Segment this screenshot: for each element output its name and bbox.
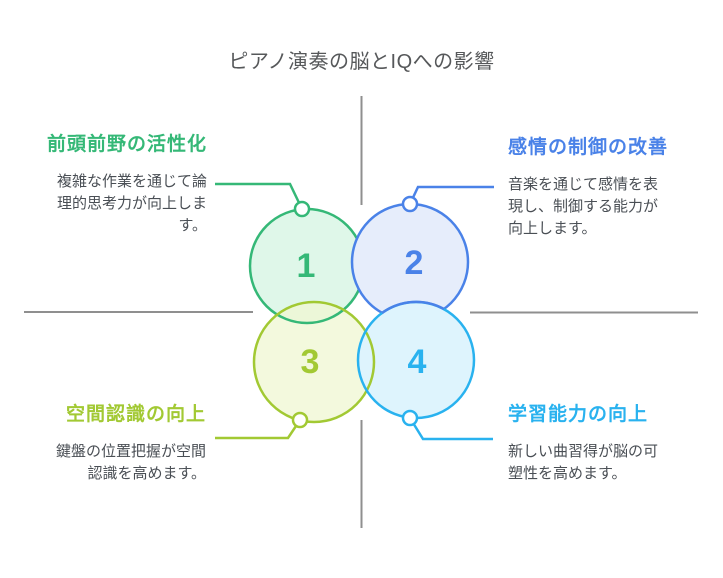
circle-3-outline xyxy=(252,300,376,424)
circle-1-number: 1 xyxy=(297,247,316,285)
callout-3: 空間認識の向上 鍵盤の位置把握が空間 認識を高めます。 xyxy=(56,405,206,485)
connector-4 xyxy=(408,417,493,441)
callout-1-title: 前頭前野の活性化 xyxy=(46,134,207,155)
callout-2-title: 感情の制御の改善 xyxy=(508,137,669,158)
callout-4-title: 学習能力の向上 xyxy=(508,404,649,425)
circle-2-number: 2 xyxy=(405,244,424,282)
connector-1 xyxy=(215,182,304,210)
callout-3-title: 空間認識の向上 xyxy=(65,404,206,425)
callout-1-body: 複雑な作業を通じて論 理的思考力が向上しま す。 xyxy=(56,173,207,234)
connector-1-dot xyxy=(293,200,311,218)
circle-3-number: 3 xyxy=(301,343,320,381)
connector-2 xyxy=(408,185,494,205)
callout-4-body: 新しい曲習得が脳の可 塑性を高めます。 xyxy=(508,443,659,482)
connector-2-dot xyxy=(401,195,419,213)
connector-3 xyxy=(215,419,302,440)
circle-4-number: 4 xyxy=(408,343,427,381)
circle-3-fill xyxy=(254,302,374,422)
callout-4: 学習能力の向上 新しい曲習得が脳の可 塑性を高めます。 xyxy=(508,405,658,485)
callout-3-body: 鍵盤の位置把握が空間 認識を高めます。 xyxy=(55,443,206,482)
callout-2: 感情の制御の改善 音楽を通じて感情を表 現し、制御する能力が 向上します。 xyxy=(508,138,668,240)
connector-4-dot xyxy=(401,409,419,427)
page-title: ピアノ演奏の脳とIQへの影響 xyxy=(228,51,495,73)
callout-1: 前頭前野の活性化 複雑な作業を通じて論 理的思考力が向上しま す。 xyxy=(47,135,207,237)
circle-4-overlap-arc xyxy=(381,300,445,315)
circle-4-fill xyxy=(358,302,474,418)
connector-3-dot xyxy=(291,411,309,429)
callout-2-body: 音楽を通じて感情を表 現し、制御する能力が 向上します。 xyxy=(508,176,659,237)
circle-2-fill xyxy=(352,204,468,320)
circle-1-fill xyxy=(250,209,364,323)
